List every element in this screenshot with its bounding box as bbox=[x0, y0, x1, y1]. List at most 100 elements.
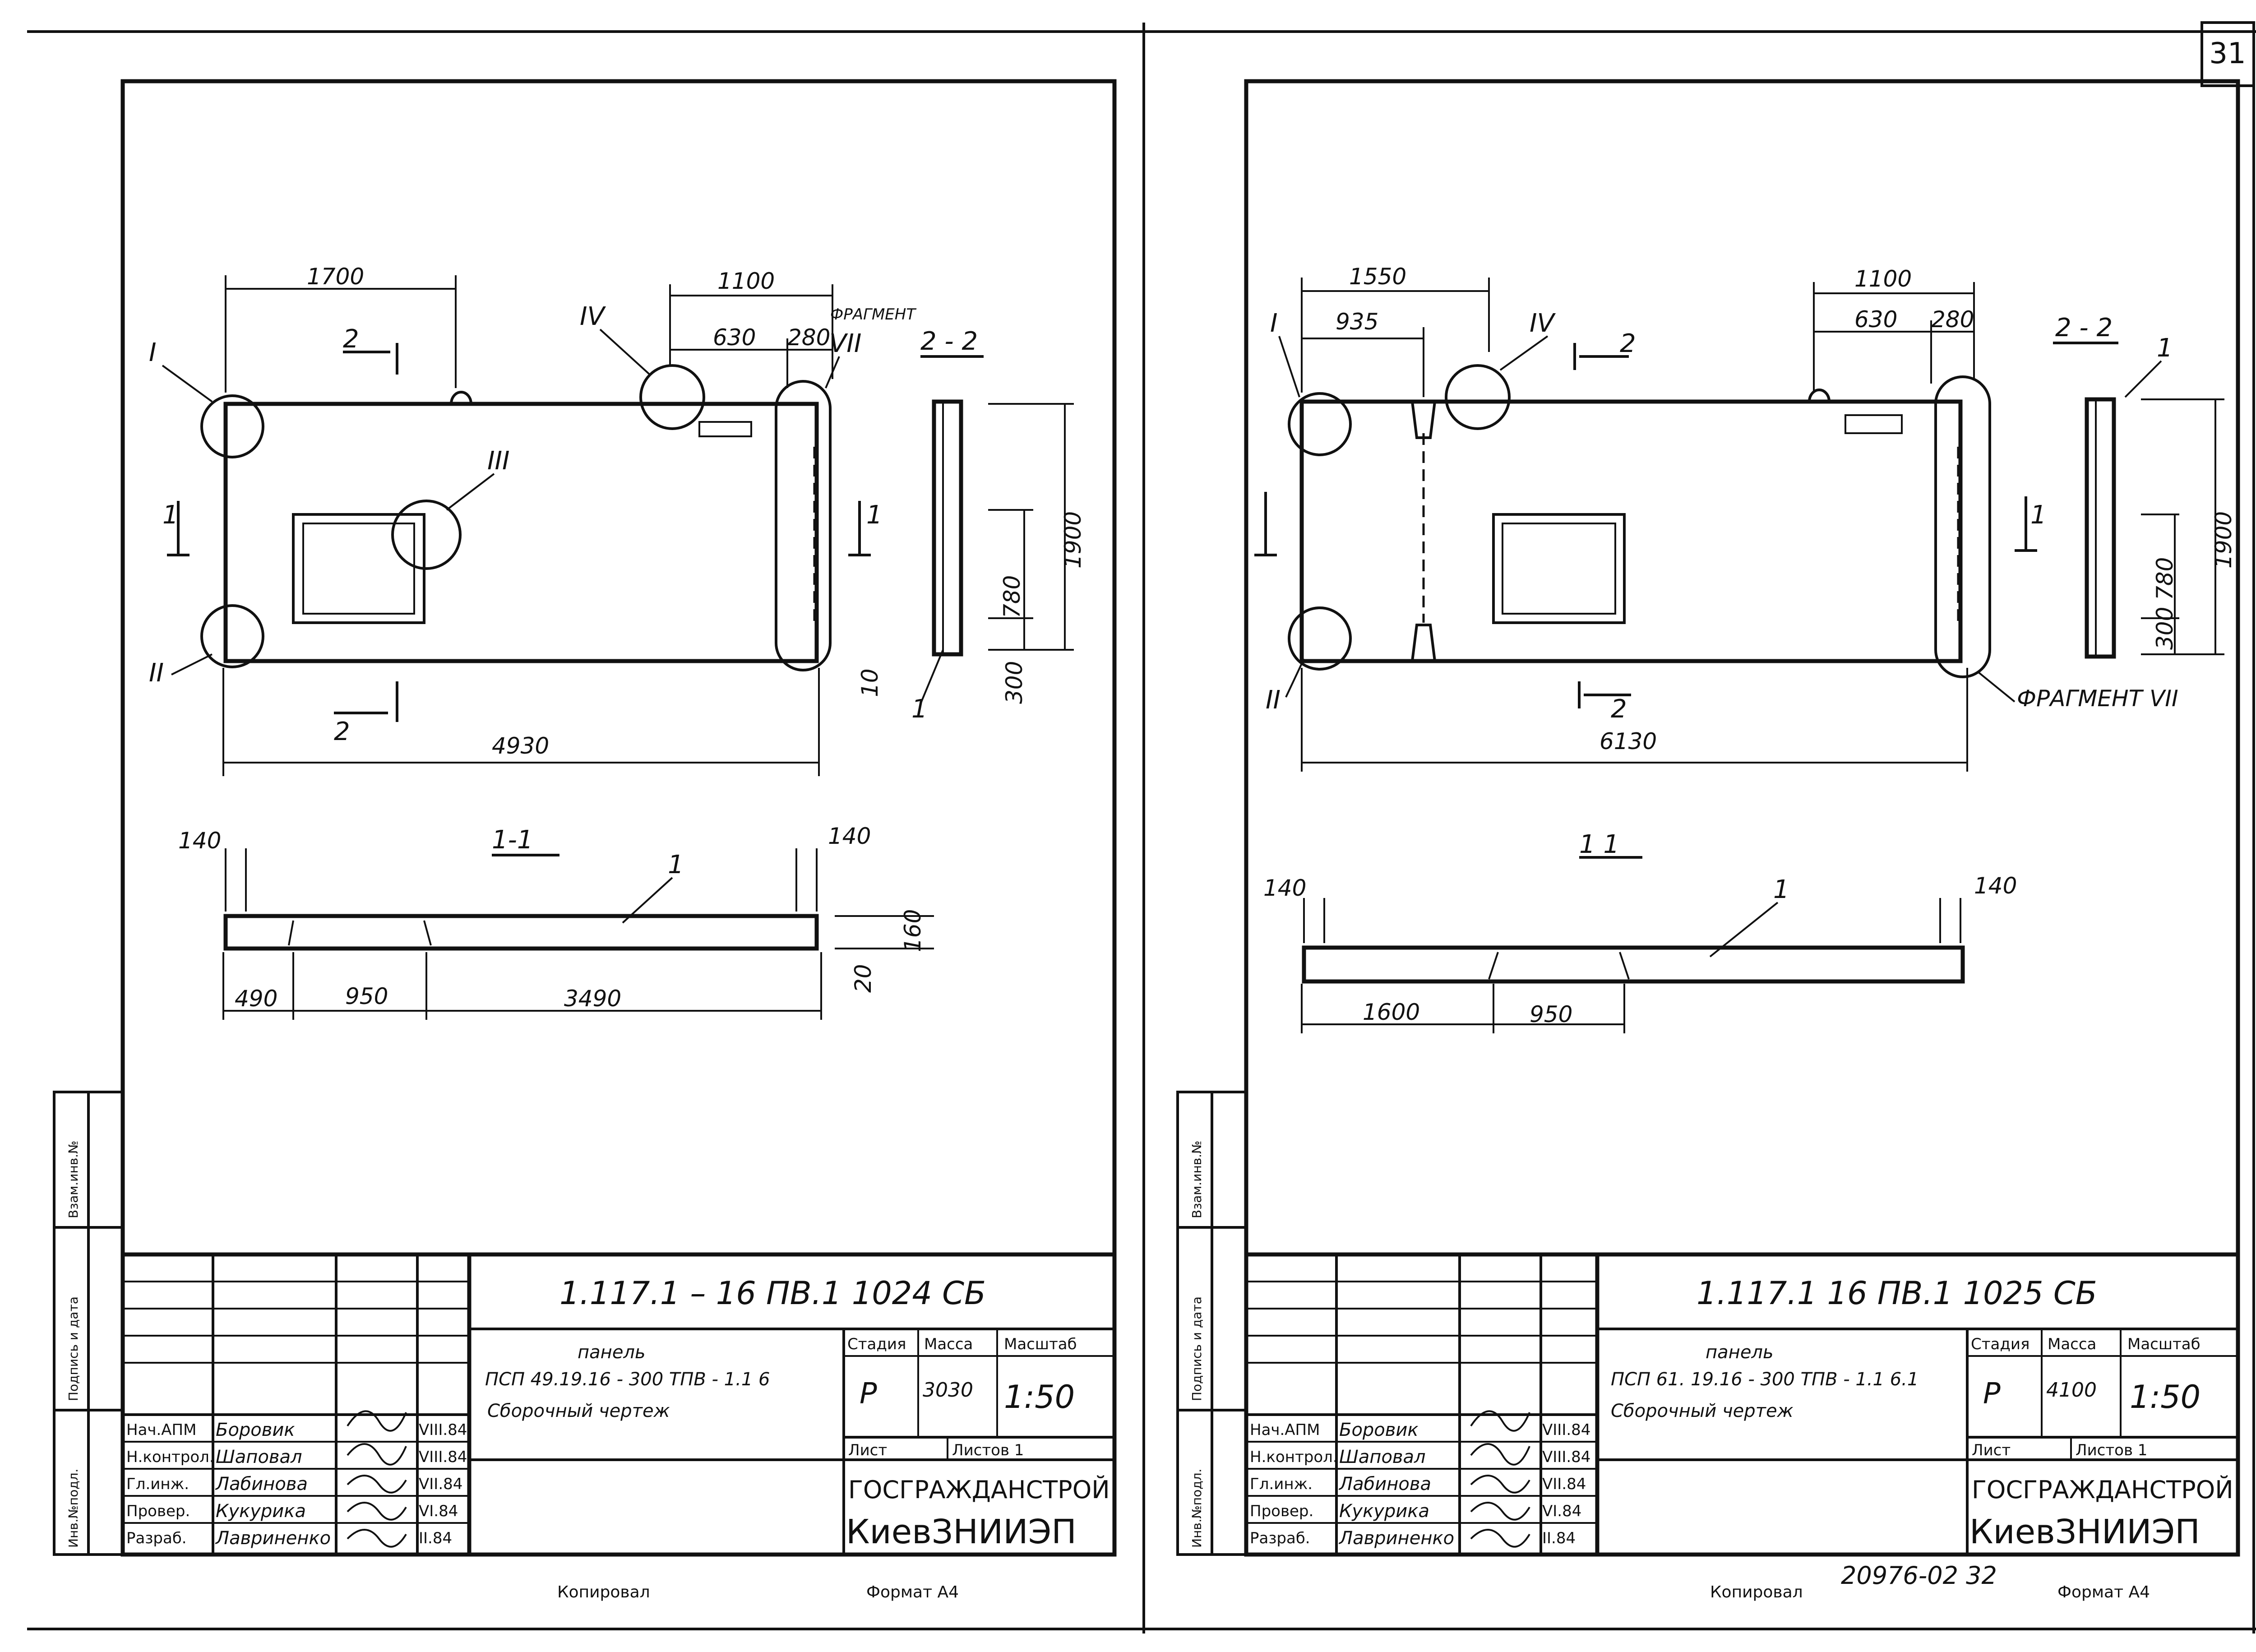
dim-1700: 1700 bbox=[307, 264, 364, 290]
left-frame bbox=[120, 79, 1117, 1557]
dim-1550: 1550 bbox=[1349, 264, 1406, 290]
dim-3490: 3490 bbox=[564, 986, 621, 1012]
handwritten-signatures bbox=[1470, 1410, 1530, 1548]
sig-date: VII.84 bbox=[1542, 1475, 1586, 1493]
section-1-1-outline bbox=[1302, 945, 1965, 984]
node-II-circle bbox=[1288, 606, 1352, 671]
embedded-part bbox=[698, 421, 752, 437]
sig-name: Кукурика bbox=[216, 1501, 306, 1522]
dim-280: 280 bbox=[1931, 306, 1974, 333]
left-title-block: 1.117.1 – 16 ПВ.1 1024 СБ панель ПСП 49.… bbox=[123, 1252, 1114, 1555]
sig-role: Нач.АПМ bbox=[126, 1421, 196, 1439]
window-opening bbox=[1492, 513, 1626, 624]
left-subtitle: Сборочный чертеж bbox=[487, 1401, 670, 1421]
right-section-1-1: 1 1 140 140 1600 950 1 bbox=[1263, 830, 2017, 1033]
fragment-VII-outline bbox=[775, 380, 832, 671]
cut-1-left: 1 bbox=[162, 500, 179, 530]
left-sheet-label: Лист bbox=[848, 1441, 887, 1459]
label-fragment: ФРАГМЕНТ VII bbox=[2017, 685, 2178, 712]
dim-935: 935 bbox=[1336, 309, 1378, 335]
right-section-2-2: 2 - 2 1 1900 780 300 bbox=[2053, 313, 2237, 659]
left-sheet: Взам.инв.№ Подпись и дата Инв.№подл. I I… bbox=[53, 79, 1117, 1601]
left-scale-header: Масштаб bbox=[1004, 1335, 1077, 1353]
left-org1: ГОСГРАЖДАНСТРОЙ bbox=[848, 1476, 1110, 1504]
node-III-circle bbox=[391, 500, 462, 570]
right-scale-header: Масштаб bbox=[2127, 1335, 2201, 1353]
cut-1-right: 1 bbox=[866, 500, 883, 530]
sig-date: VIII.84 bbox=[1542, 1448, 1590, 1466]
dim-140-right: 140 bbox=[1974, 873, 2017, 899]
section-1-1-outline bbox=[223, 914, 819, 951]
sig-role: Провер. bbox=[1250, 1502, 1313, 1520]
embedded-part bbox=[1845, 414, 1903, 434]
dim-1900: 1900 bbox=[2210, 511, 2237, 569]
dim-140-right: 140 bbox=[828, 823, 871, 849]
node-II-circle bbox=[200, 604, 264, 668]
right-mark: ПСП 61. 19.16 - 300 ТПВ - 1.1 6.1 bbox=[1611, 1369, 1919, 1390]
dim-1600: 1600 bbox=[1363, 999, 1420, 1025]
sig-date: VIII.84 bbox=[1542, 1421, 1590, 1439]
right-stage: Р bbox=[1983, 1377, 2001, 1411]
pos-1-22: 1 bbox=[2157, 333, 2173, 363]
label-1-1: 1 1 bbox=[1579, 830, 1619, 859]
dim-300: 300 bbox=[1001, 661, 1027, 704]
cut-2-bottom: 2 bbox=[334, 717, 350, 746]
side-stamp-swap: Взам.инв.№ bbox=[66, 1141, 81, 1218]
left-scale: 1:50 bbox=[1004, 1379, 1075, 1416]
side-stamp-swap: Взам.инв.№ bbox=[1189, 1141, 1204, 1218]
side-stamp-signature: Подпись и дата bbox=[66, 1296, 81, 1401]
sig-role: Н.контрол. bbox=[126, 1448, 214, 1466]
right-stamp: 20976-02 32 bbox=[1841, 1561, 1997, 1590]
joint-notch-bottom bbox=[1411, 624, 1436, 662]
left-section-1-1: 1-1 140 140 160 20 490 950 3490 1 bbox=[178, 823, 934, 1020]
side-stamp-inv: Инв.№подл. bbox=[66, 1469, 81, 1548]
label-fragment: ФРАГМЕНТ bbox=[830, 305, 916, 324]
left-section-2-2: 2 - 2 1900 780 300 10 1 bbox=[857, 327, 1086, 724]
sig-name: Лабинова bbox=[215, 1474, 308, 1495]
right-subtitle: Сборочный чертеж bbox=[1611, 1401, 1794, 1421]
right-sheet: Взам.инв.№ Подпись и дата Инв.№подл. I I… bbox=[1176, 79, 2240, 1601]
dim-140-left: 140 bbox=[178, 828, 221, 854]
sig-date: VI.84 bbox=[1542, 1502, 1581, 1520]
label-2-2: 2 - 2 bbox=[2055, 313, 2113, 342]
dim-1900: 1900 bbox=[1060, 511, 1086, 569]
sig-name: Шаповал bbox=[1339, 1447, 1426, 1467]
left-org2: КиевЗНИИЭП bbox=[846, 1513, 1077, 1551]
dim-630: 630 bbox=[713, 324, 756, 351]
dim-140-left: 140 bbox=[1263, 875, 1306, 901]
left-plan-view: I II III IV ФРАГМЕНТ VII 2 2 1 1 bbox=[149, 264, 916, 776]
label-2-2: 2 - 2 bbox=[920, 327, 978, 356]
label-I: I bbox=[149, 338, 157, 367]
node-IV-circle bbox=[639, 364, 705, 430]
dim-6130: 6130 bbox=[1600, 728, 1657, 754]
lifting-loop bbox=[450, 391, 472, 404]
dim-1100: 1100 bbox=[717, 268, 775, 294]
label-II: II bbox=[149, 658, 164, 688]
right-org1: ГОСГРАЖДАНСТРОЙ bbox=[1972, 1476, 2233, 1504]
side-stamp-signature: Подпись и дата bbox=[1189, 1296, 1204, 1401]
panel-outline bbox=[1299, 399, 1963, 663]
left-mark: ПСП 49.19.16 - 300 ТПВ - 1.1 6 bbox=[485, 1369, 770, 1390]
right-stage-header: Стадия bbox=[1971, 1335, 2029, 1353]
left-signatures: Нач.АПМ Боровик VIII.84 Н.контрол. Шапов… bbox=[126, 1410, 467, 1549]
right-sheets-label: Листов 1 bbox=[2076, 1441, 2147, 1459]
left-format: Формат А4 bbox=[866, 1583, 959, 1601]
label-VII: VII bbox=[829, 329, 861, 358]
left-doc-code: 1.117.1 – 16 ПВ.1 1024 СБ bbox=[559, 1275, 986, 1312]
sig-role: Гл.инж. bbox=[1250, 1475, 1313, 1493]
right-frame bbox=[1244, 79, 2240, 1557]
sig-date: II.84 bbox=[1542, 1529, 1576, 1547]
sig-date: VIII.84 bbox=[419, 1448, 467, 1466]
sig-role: Разраб. bbox=[1250, 1529, 1310, 1547]
handwritten-signatures bbox=[347, 1410, 407, 1548]
left-copied: Копировал bbox=[557, 1583, 650, 1601]
right-mass: 4100 bbox=[2046, 1379, 2097, 1402]
dim-950: 950 bbox=[1530, 1001, 1572, 1027]
sig-name: Лавриненко bbox=[1338, 1528, 1454, 1549]
label-II: II bbox=[1266, 685, 1281, 715]
sig-role: Гл.инж. bbox=[126, 1475, 189, 1493]
sig-name: Лавриненко bbox=[215, 1528, 331, 1549]
sig-role: Нач.АПМ bbox=[1250, 1421, 1320, 1439]
left-stage: Р bbox=[860, 1377, 877, 1411]
dim-950: 950 bbox=[345, 983, 388, 1009]
